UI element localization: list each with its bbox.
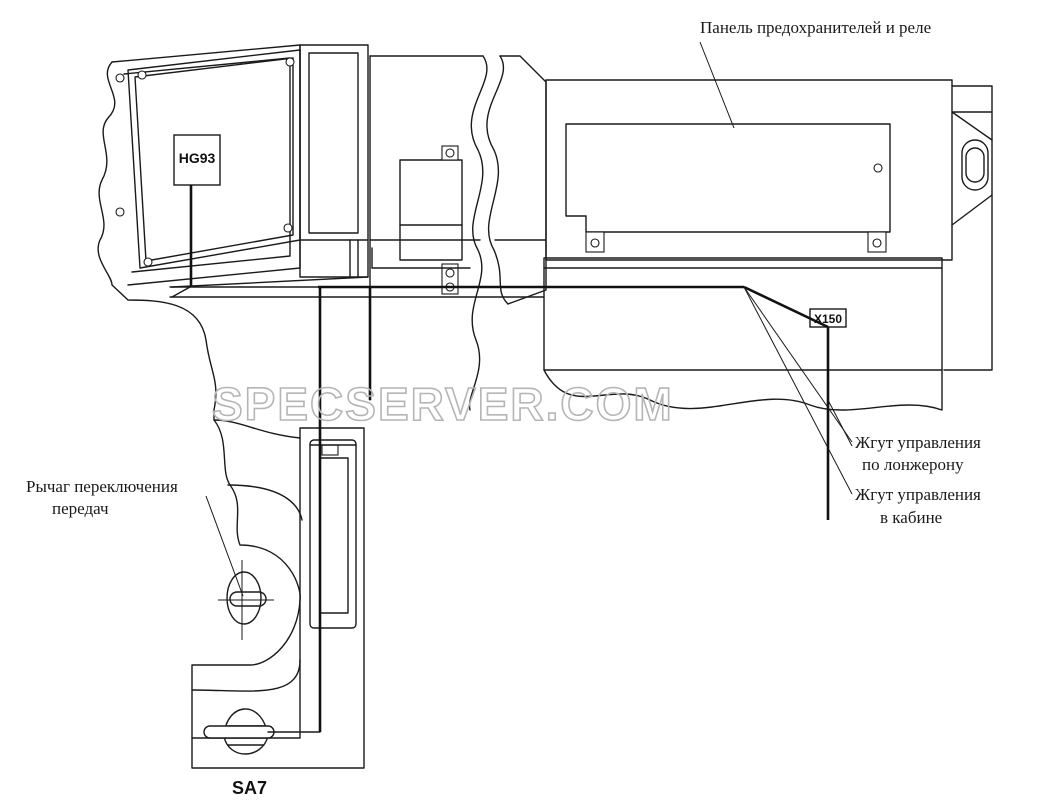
leaders <box>205 41 853 597</box>
harness-frame-caption-2: по лонжерону <box>862 455 964 474</box>
watermark: SPECSERVER.COM <box>212 378 674 430</box>
gear-lever-caption-2: передач <box>52 499 109 518</box>
screw-icon <box>137 70 147 80</box>
screw-icon <box>143 257 153 267</box>
fuse-relay-panel <box>545 79 993 371</box>
instrument-panel: HG93 <box>115 49 301 287</box>
screw-icon <box>590 238 600 248</box>
x150-connector: X150 <box>809 308 847 520</box>
x150-label: X150 <box>814 312 842 326</box>
screw-icon <box>445 268 455 278</box>
harness-frame-caption-1: Жгут управления <box>855 433 981 452</box>
cab-wall <box>97 44 301 421</box>
hg93-label: HG93 <box>179 150 216 166</box>
screw-icon <box>873 163 883 173</box>
screw-icon <box>285 57 295 67</box>
screw-icon <box>283 223 293 233</box>
harness-cab-caption-1: Жгут управления <box>855 485 981 504</box>
screw-icon <box>872 238 882 248</box>
fuse-panel-caption: Панель предохранителей и реле <box>700 18 931 37</box>
screw-icon <box>115 73 125 83</box>
pillar <box>171 44 369 298</box>
screw-icon <box>115 207 125 217</box>
sa7-label: SA7 <box>232 778 267 798</box>
harness-cab-caption-2: в кабине <box>880 508 942 527</box>
frame-section <box>369 55 547 411</box>
harness <box>318 285 829 732</box>
gear-console <box>191 419 365 769</box>
screw-icon <box>445 148 455 158</box>
frame-member <box>169 257 943 411</box>
sa7-switch <box>203 708 321 755</box>
hg93-box <box>173 134 221 186</box>
gear-lever-caption-1: Рычаг переключения <box>26 477 178 496</box>
